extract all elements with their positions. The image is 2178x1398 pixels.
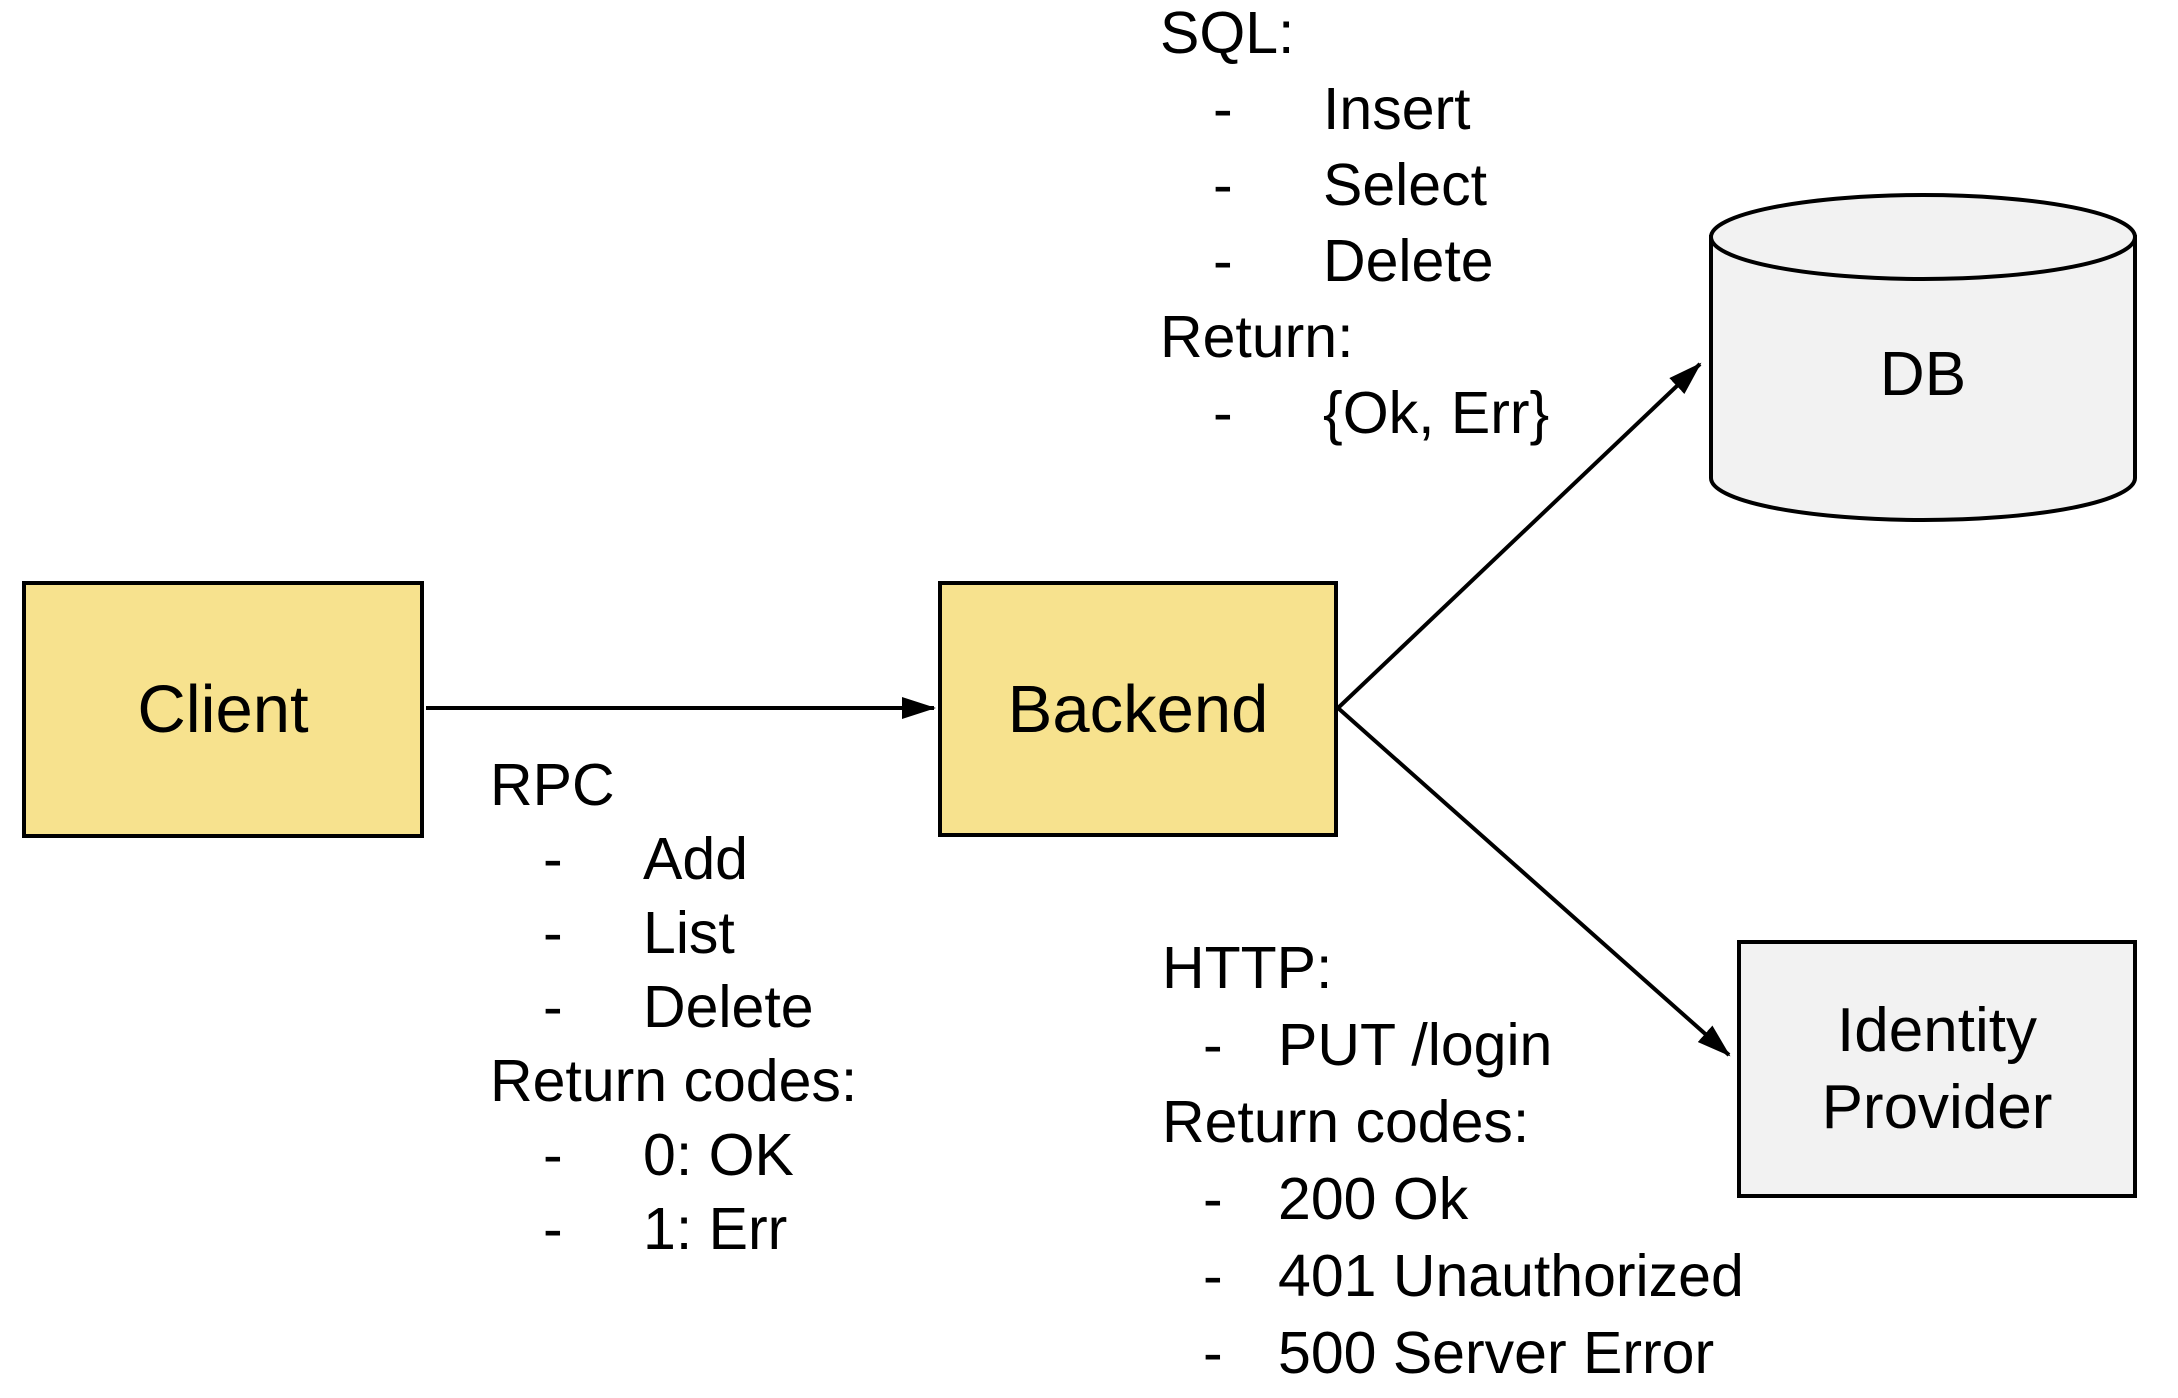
node-backend: Backend	[938, 581, 1338, 837]
annotation-item: Delete	[643, 974, 814, 1040]
annotation-line: -500 Server Error	[1162, 1315, 1714, 1392]
db-cylinder-top	[1709, 193, 2137, 281]
annotation-line: - Delete	[1160, 223, 1494, 299]
annotation-line: RPC	[490, 748, 857, 822]
node-backend-label: Backend	[1007, 671, 1269, 747]
bullet-dash: -	[543, 1196, 563, 1262]
node-identity-provider-label-line1: Identity	[1837, 996, 2037, 1065]
annotation-line: -401 Unauthorized	[1162, 1238, 1744, 1315]
bullet-dash: -	[1213, 152, 1233, 218]
db-cylinder-body	[1709, 235, 2137, 522]
annotation-item: 1: Err	[643, 1196, 788, 1262]
annotation-line: Return:	[1160, 299, 1353, 375]
annotation-item: 500 Server Error	[1278, 1320, 1715, 1386]
annotation-label: Return codes:	[490, 1048, 858, 1114]
annotation-rpc: RPC - Add - List - Delete Return codes: - 0:…	[490, 748, 857, 1266]
arrow-backend-to-identity-provider	[1336, 706, 1731, 1057]
annotation-line: Return codes:	[1162, 1084, 1529, 1161]
annotation-line: Return codes:	[490, 1044, 857, 1118]
node-identity-provider-label-line2: Provider	[1821, 1073, 2053, 1142]
annotation-line: - Insert	[1160, 71, 1471, 147]
annotation-item: Insert	[1323, 76, 1471, 142]
bullet-dash: -	[1213, 380, 1233, 446]
node-client-label: Client	[137, 672, 309, 747]
bullet-dash: -	[1213, 76, 1233, 142]
annotation-http: HTTP: -PUT /login Return codes: -200 Ok …	[1162, 930, 1744, 1392]
bullet-dash: -	[543, 900, 563, 966]
annotation-label: Return:	[1160, 304, 1354, 370]
annotation-line: - 1: Err	[490, 1192, 857, 1266]
annotation-line: SQL:	[1160, 0, 1353, 71]
bullet-dash: -	[543, 826, 563, 892]
annotation-label: RPC	[490, 752, 615, 818]
annotation-item: Add	[643, 826, 748, 892]
bullet-dash: -	[1213, 228, 1233, 294]
bullet-dash: -	[1203, 1012, 1223, 1078]
bullet-dash: -	[543, 1122, 563, 1188]
annotation-line: -200 Ok	[1162, 1161, 1529, 1238]
annotation-item: List	[643, 900, 735, 966]
annotation-item: 200 Ok	[1278, 1166, 1469, 1232]
annotation-sql: SQL: - Insert - Select - Delete Return: - {O…	[1160, 0, 1549, 451]
annotation-line: - Add	[490, 822, 857, 896]
bullet-dash: -	[543, 974, 563, 1040]
annotation-item: 401 Unauthorized	[1278, 1243, 1744, 1309]
annotation-line: - Delete	[490, 970, 857, 1044]
bullet-dash: -	[1203, 1243, 1223, 1309]
annotation-line: - Select	[1160, 147, 1487, 223]
annotation-item: Select	[1323, 152, 1487, 218]
annotation-line: - 0: OK	[490, 1118, 857, 1192]
node-client: Client	[22, 581, 424, 838]
annotation-item: PUT /login	[1278, 1012, 1553, 1078]
annotation-label: SQL:	[1160, 0, 1295, 66]
arrow-backend-to-db	[1336, 362, 1702, 710]
bullet-dash: -	[1203, 1320, 1223, 1386]
annotation-line: HTTP:	[1162, 930, 1529, 1007]
annotation-line: - List	[490, 896, 857, 970]
annotation-item: {Ok, Err}	[1323, 380, 1550, 446]
annotation-line: -PUT /login	[1162, 1007, 1552, 1084]
annotation-item: 0: OK	[643, 1122, 794, 1188]
annotation-label: HTTP:	[1162, 935, 1333, 1001]
node-identity-provider: Identity Provider	[1737, 940, 2137, 1198]
annotation-item: Delete	[1323, 228, 1494, 294]
annotation-label: Return codes:	[1162, 1089, 1530, 1155]
annotation-line: - {Ok, Err}	[1160, 375, 1549, 451]
bullet-dash: -	[1203, 1166, 1223, 1232]
node-db-label: DB	[1879, 340, 1967, 409]
